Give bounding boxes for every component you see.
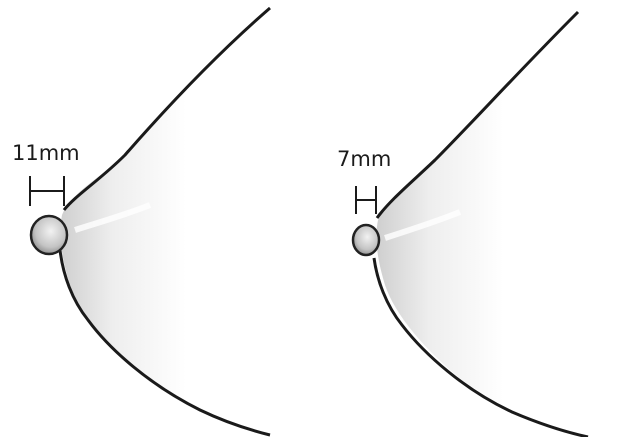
- left-nipple: [31, 216, 67, 254]
- left-figure: 11mm: [12, 8, 270, 435]
- left-measurement-bracket: [30, 176, 64, 206]
- right-nipple: [353, 225, 379, 255]
- left-measurement-label: 11mm: [12, 141, 80, 165]
- right-breast-shape: [376, 12, 588, 437]
- left-breast-shape: [60, 8, 270, 435]
- right-figure: 7mm: [337, 12, 588, 437]
- right-measurement-label: 7mm: [337, 147, 391, 171]
- right-measurement-bracket: [356, 186, 376, 214]
